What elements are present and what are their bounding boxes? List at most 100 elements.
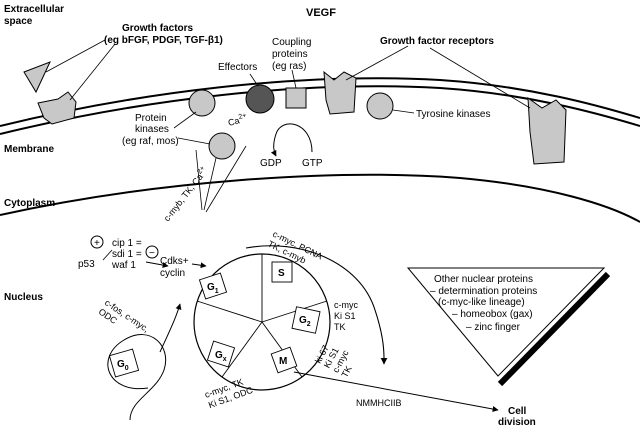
tyrosine-kinase-circle — [366, 92, 394, 120]
sdi1-label: sdi 1 = — [112, 249, 142, 260]
vegf-label: VEGF — [306, 7, 336, 19]
phase-box-gx — [206, 340, 236, 368]
coupling-label-line1: Coupling — [272, 37, 311, 48]
membrane-label: Membrane — [4, 144, 54, 155]
kinases-leader-2 — [177, 137, 211, 145]
p53-label: p53 — [78, 259, 95, 270]
g0-loop — [107, 334, 167, 421]
cell-cycle-divider-3 — [261, 321, 303, 378]
coupling-label-line3: (eg ras) — [272, 61, 306, 72]
protein-kinases-label-line3: (eg raf, mos) — [122, 136, 179, 147]
coupling-protein-square — [285, 87, 307, 109]
nmmhciib-arrow — [293, 371, 499, 412]
phase-box-m — [270, 346, 298, 374]
growth-factors-label-line2: (eg bFGF, PDGF, TGF-β1) — [104, 35, 223, 46]
cmyc-ki-line2: Ki S1 — [334, 311, 356, 321]
effectors-label: Effectors — [218, 62, 257, 73]
cell-division-line2: division — [498, 417, 536, 428]
growth-factors-leader-1 — [45, 39, 106, 73]
growth-factors-leader-2 — [69, 43, 116, 101]
membrane-outer-line — [0, 77, 640, 127]
tyrosine-kinases-label: Tyrosine kinases — [416, 109, 490, 120]
growth-factor-receptor-right — [527, 96, 567, 165]
nuclear-box-line2: (c-myc-like lineage) — [438, 297, 525, 308]
growth-factor-triangle — [23, 61, 51, 94]
phase-label-s: S — [278, 268, 285, 279]
calcium-charge: 2+ — [238, 112, 248, 121]
cmyb-ca-charge: 2+ — [196, 165, 206, 176]
nuclear-envelope-line — [0, 173, 640, 223]
receptors-leader-2 — [429, 47, 531, 109]
nuclear-box-line1: – determination proteins — [430, 286, 537, 297]
minus-sign: − — [149, 248, 155, 259]
protein-kinase-circle-membrane — [188, 89, 216, 117]
ki67-line4: TK — [339, 364, 353, 379]
plus-sign: + — [94, 238, 100, 249]
protein-kinases-label-line1: Protein — [135, 113, 167, 124]
cmyb-tk-ca-text: c-myb, TK, Ca — [162, 172, 205, 223]
nuclear-triangle-shadow — [497, 271, 611, 387]
nmmhciib-label: NMMHCIIB — [356, 398, 402, 408]
nucleus-label: Nucleus — [4, 292, 43, 303]
phase-box-g0 — [108, 348, 140, 378]
phase-label-g2: G2 — [299, 315, 311, 328]
growth-factors-label-line1: Growth factors — [122, 23, 194, 34]
effectors-leader — [249, 73, 259, 87]
signal-line-3 — [205, 145, 247, 213]
minus-circle — [145, 245, 159, 259]
nuclear-proteins-triangle — [406, 267, 606, 377]
cmyc-ki-line1: c-myc — [334, 300, 358, 310]
growth-factor-receptor-left — [37, 91, 77, 125]
waf-to-cdks-arrow — [145, 261, 169, 268]
phase-label-g1: G1 — [207, 282, 219, 295]
cell-cycle-wheel — [193, 253, 331, 391]
phase-label-m: M — [279, 356, 287, 367]
membrane-inner-line — [0, 85, 640, 135]
coupling-label-line2: proteins — [272, 49, 308, 60]
nuclear-box-title: Other nuclear proteins — [434, 274, 533, 285]
cyclin-label: cyclin — [160, 268, 185, 279]
cell-cycle-divider-2 — [261, 300, 328, 323]
calcium-label: Ca2+ — [227, 112, 249, 128]
phase-label-gx: Gx — [215, 350, 227, 363]
cell-cycle-outer-arrow — [245, 245, 388, 365]
cytoplasm-label: Cytoplasm — [4, 198, 55, 209]
receptors-label: Growth factor receptors — [380, 36, 494, 47]
nuclear-box-line4: – zinc finger — [466, 322, 521, 333]
cdks-label: Cdks+ — [160, 256, 189, 267]
cell-cycle-divider-5 — [196, 300, 263, 323]
tyrosine-leader — [392, 109, 415, 114]
calcium-symbol: Ca — [227, 115, 241, 128]
phase-box-s — [271, 261, 293, 283]
g0-to-cycle-arrow — [159, 303, 182, 353]
cdks-to-cycle-arrow — [191, 262, 207, 269]
phase-box-g1 — [198, 272, 228, 300]
protein-kinase-circle-cytoplasm — [208, 132, 236, 160]
cell-cycle-divider-4 — [221, 321, 263, 378]
waf1-label: waf 1 — [111, 260, 136, 271]
cell-division-line1: Cell — [508, 406, 527, 417]
gtp-label: GTP — [302, 158, 323, 169]
cfos-label: c-fos, c-myc, ODC — [97, 297, 151, 334]
protein-kinases-label-line2: kinases — [135, 124, 169, 135]
svg-text:Ca2+: Ca2+ — [227, 112, 249, 128]
effector-circle — [245, 84, 275, 114]
kinases-leader-1 — [173, 111, 197, 129]
phase-box-g2 — [291, 306, 321, 334]
coupling-leader — [291, 69, 297, 89]
cip1-label: cip 1 = — [112, 238, 142, 249]
signal-line-2 — [203, 157, 217, 211]
extracellular-label-line1: Extracellular — [4, 4, 64, 15]
growth-factor-receptor-center — [323, 70, 357, 115]
phase-label-g0: G0 — [117, 359, 129, 372]
gtp-gdp-arrow — [270, 123, 313, 157]
plus-circle — [90, 235, 104, 249]
signal-line-1 — [195, 149, 203, 211]
cmyc-ki-line3: TK — [334, 322, 346, 332]
cmyb-tk-ca-label: c-myb, TK, Ca2+ — [161, 165, 210, 223]
svg-text:c-myb, TK, Ca2+: c-myb, TK, Ca2+ — [161, 165, 210, 223]
nuclear-box-line3: – homeobox (gax) — [452, 309, 533, 320]
extracellular-label-line2: space — [4, 16, 33, 27]
